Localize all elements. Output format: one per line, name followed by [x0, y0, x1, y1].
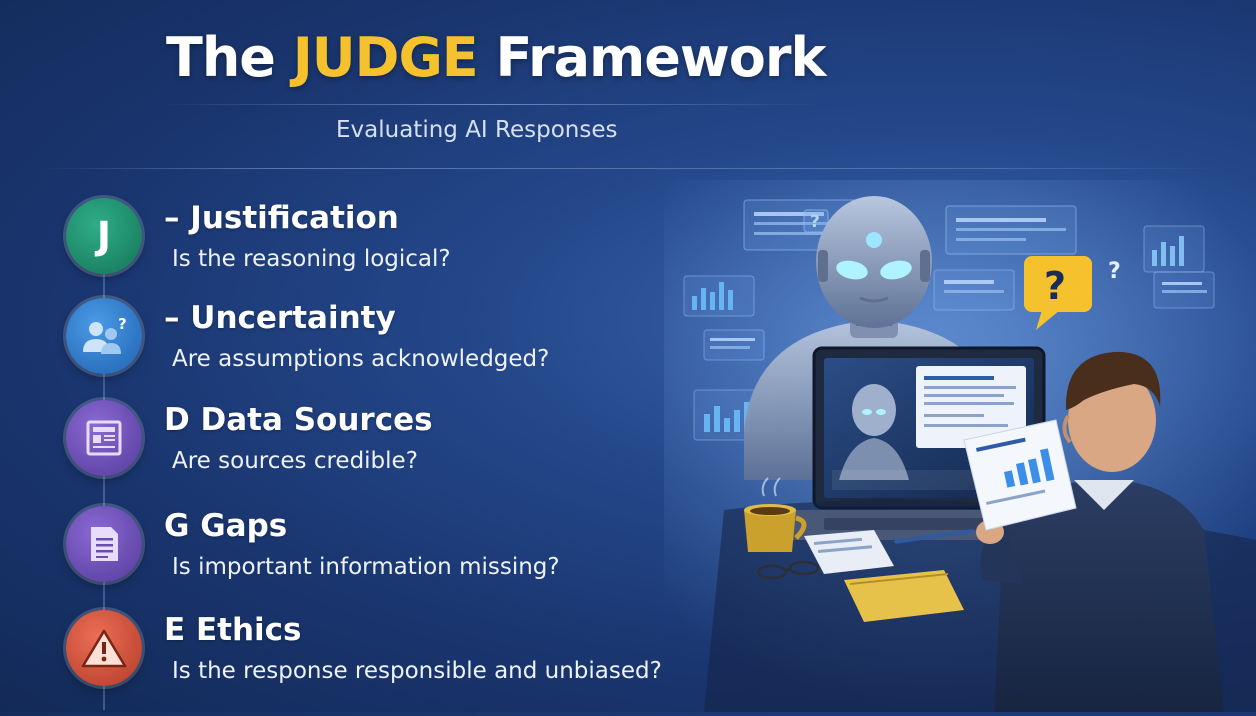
svg-text:?: ?: [118, 316, 127, 333]
title-prefix: The: [166, 26, 276, 89]
item-question-data-sources: Are sources credible?: [172, 448, 418, 474]
item-question-justification: Is the reasoning logical?: [172, 246, 451, 272]
item-title-uncertainty: – Uncertainty: [164, 300, 396, 336]
panel-question-mark: ?: [810, 212, 820, 232]
item-question-gaps: Is important information missing?: [172, 554, 560, 580]
question-speech-bubble: ?: [1024, 256, 1092, 330]
title-accent: JUDGE: [292, 26, 479, 89]
bubble-question-mark: ?: [1044, 264, 1066, 308]
coffee-mug: [744, 477, 807, 552]
users-question-icon: ?: [83, 316, 127, 354]
desk-papers: [756, 529, 974, 622]
letter-j-icon: J: [96, 214, 112, 258]
page-subtitle: Evaluating AI Responses: [336, 117, 618, 143]
warning-triangle-icon: [81, 629, 127, 668]
item-question-uncertainty: Are assumptions acknowledged?: [172, 346, 550, 372]
document-icon: [91, 527, 118, 561]
badge-uncertainty: ?: [66, 298, 142, 374]
floating-question-mark: ?: [1108, 259, 1121, 284]
judge-item-justification: J – Justification Is the reasoning logic…: [66, 198, 706, 298]
section-divider: [40, 168, 1220, 169]
item-title-data-sources: D Data Sources: [164, 402, 433, 438]
page-title: The JUDGE Framework: [166, 26, 827, 89]
item-question-ethics: Is the response responsible and unbiased…: [172, 658, 662, 684]
badge-ethics: [66, 610, 142, 686]
judge-item-uncertainty: ? – Uncertainty Are assumptions acknowle…: [66, 298, 706, 398]
illustration-scene: ?: [664, 180, 1256, 712]
item-title-ethics: E Ethics: [164, 612, 302, 648]
item-title-justification: – Justification: [164, 200, 399, 236]
judge-item-ethics: E Ethics Is the response responsible and…: [66, 610, 706, 710]
judge-item-data-sources: D Data Sources Are sources credible?: [66, 400, 706, 500]
report-document: [963, 419, 1077, 531]
ai-review-illustration: ?: [664, 180, 1256, 712]
badge-data-sources: [66, 400, 142, 476]
document-list-icon: [86, 420, 122, 456]
badge-gaps: [66, 506, 142, 582]
title-divider: [160, 104, 820, 105]
judge-item-gaps: G Gaps Is important information missing?: [66, 506, 706, 606]
item-title-gaps: G Gaps: [164, 508, 288, 544]
floating-panels: ?: [683, 199, 1215, 441]
person-reviewer: [976, 351, 1224, 712]
badge-justification: J: [66, 198, 142, 274]
title-suffix: Framework: [495, 26, 827, 89]
